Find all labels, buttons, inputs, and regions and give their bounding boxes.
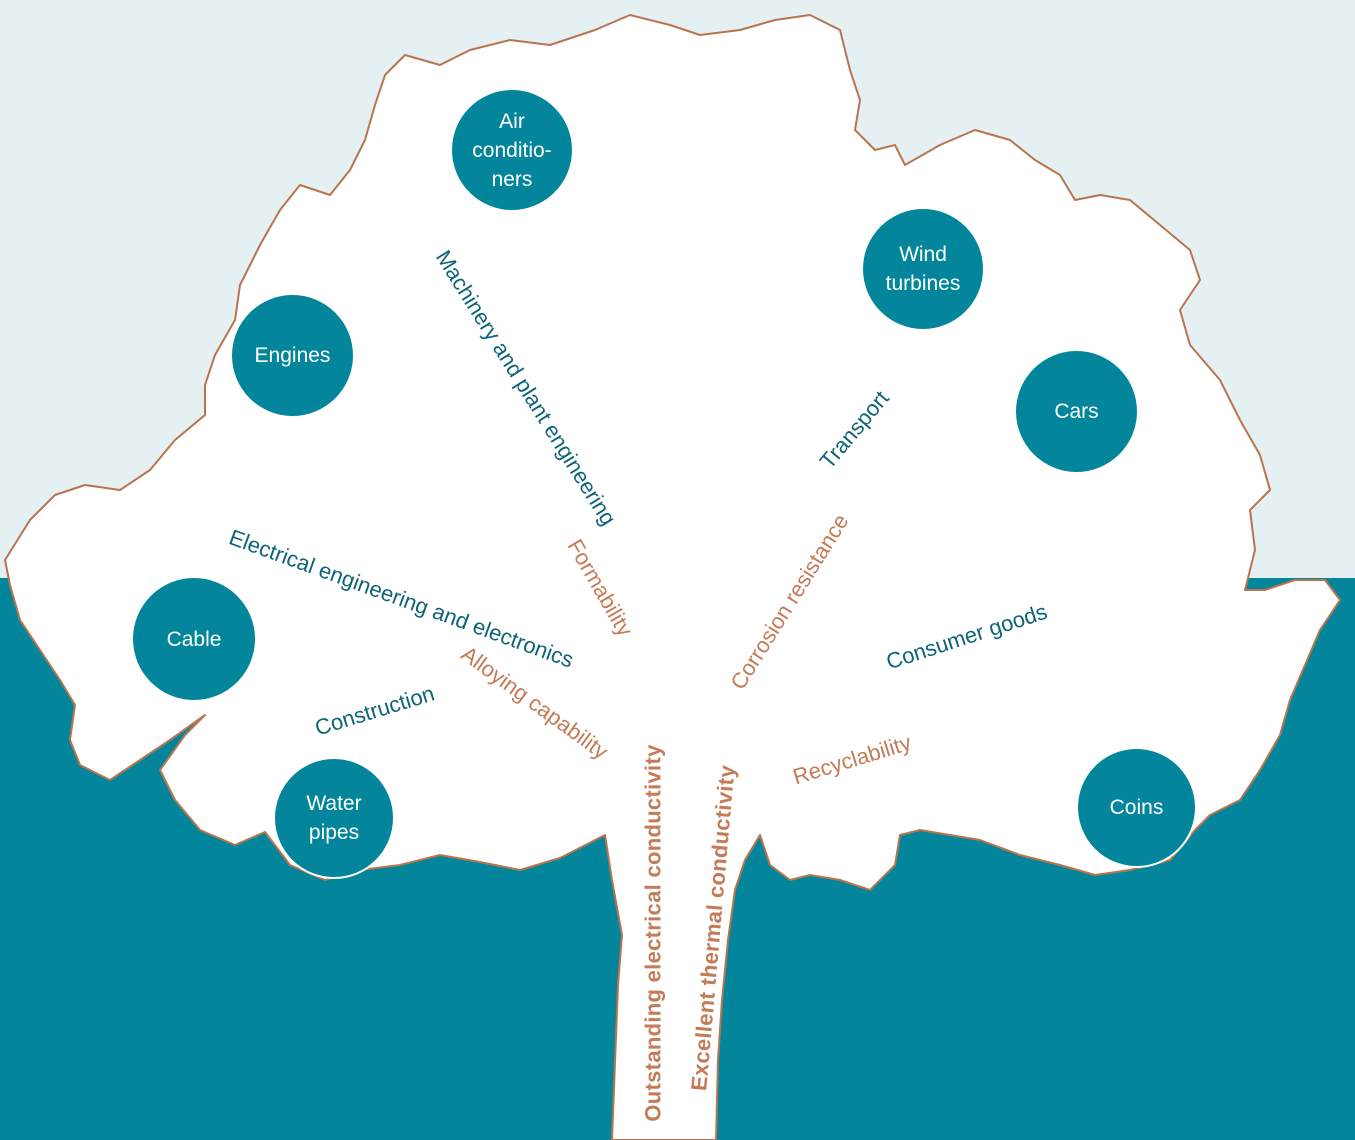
label-air-conditioners: Air conditio- ners (472, 109, 552, 191)
label-engines: Engines (254, 344, 331, 367)
property-electrical-conductivity: Outstanding electrical conductivity (640, 744, 666, 1122)
label-cars: Cars (1054, 400, 1099, 423)
bubble-cable: Cable (133, 578, 255, 700)
bubble-air-conditioners: Air conditio- ners (452, 90, 572, 210)
bubble-water-pipes: Water pipes (273, 757, 395, 879)
bubble-cars: Cars (1016, 351, 1137, 472)
label-coins: Coins (1109, 796, 1164, 819)
label-water-pipes: Water pipes (306, 792, 362, 844)
bubble-engines: Engines (232, 295, 353, 416)
tree-crown-and-trunk (4, 14, 1341, 1140)
bubble-wind-turbines: Wind turbines (863, 209, 983, 329)
bubble-coins: Coins (1076, 747, 1197, 868)
label-cable: Cable (166, 627, 222, 651)
label-wind-turbines: Wind turbines (885, 243, 961, 295)
